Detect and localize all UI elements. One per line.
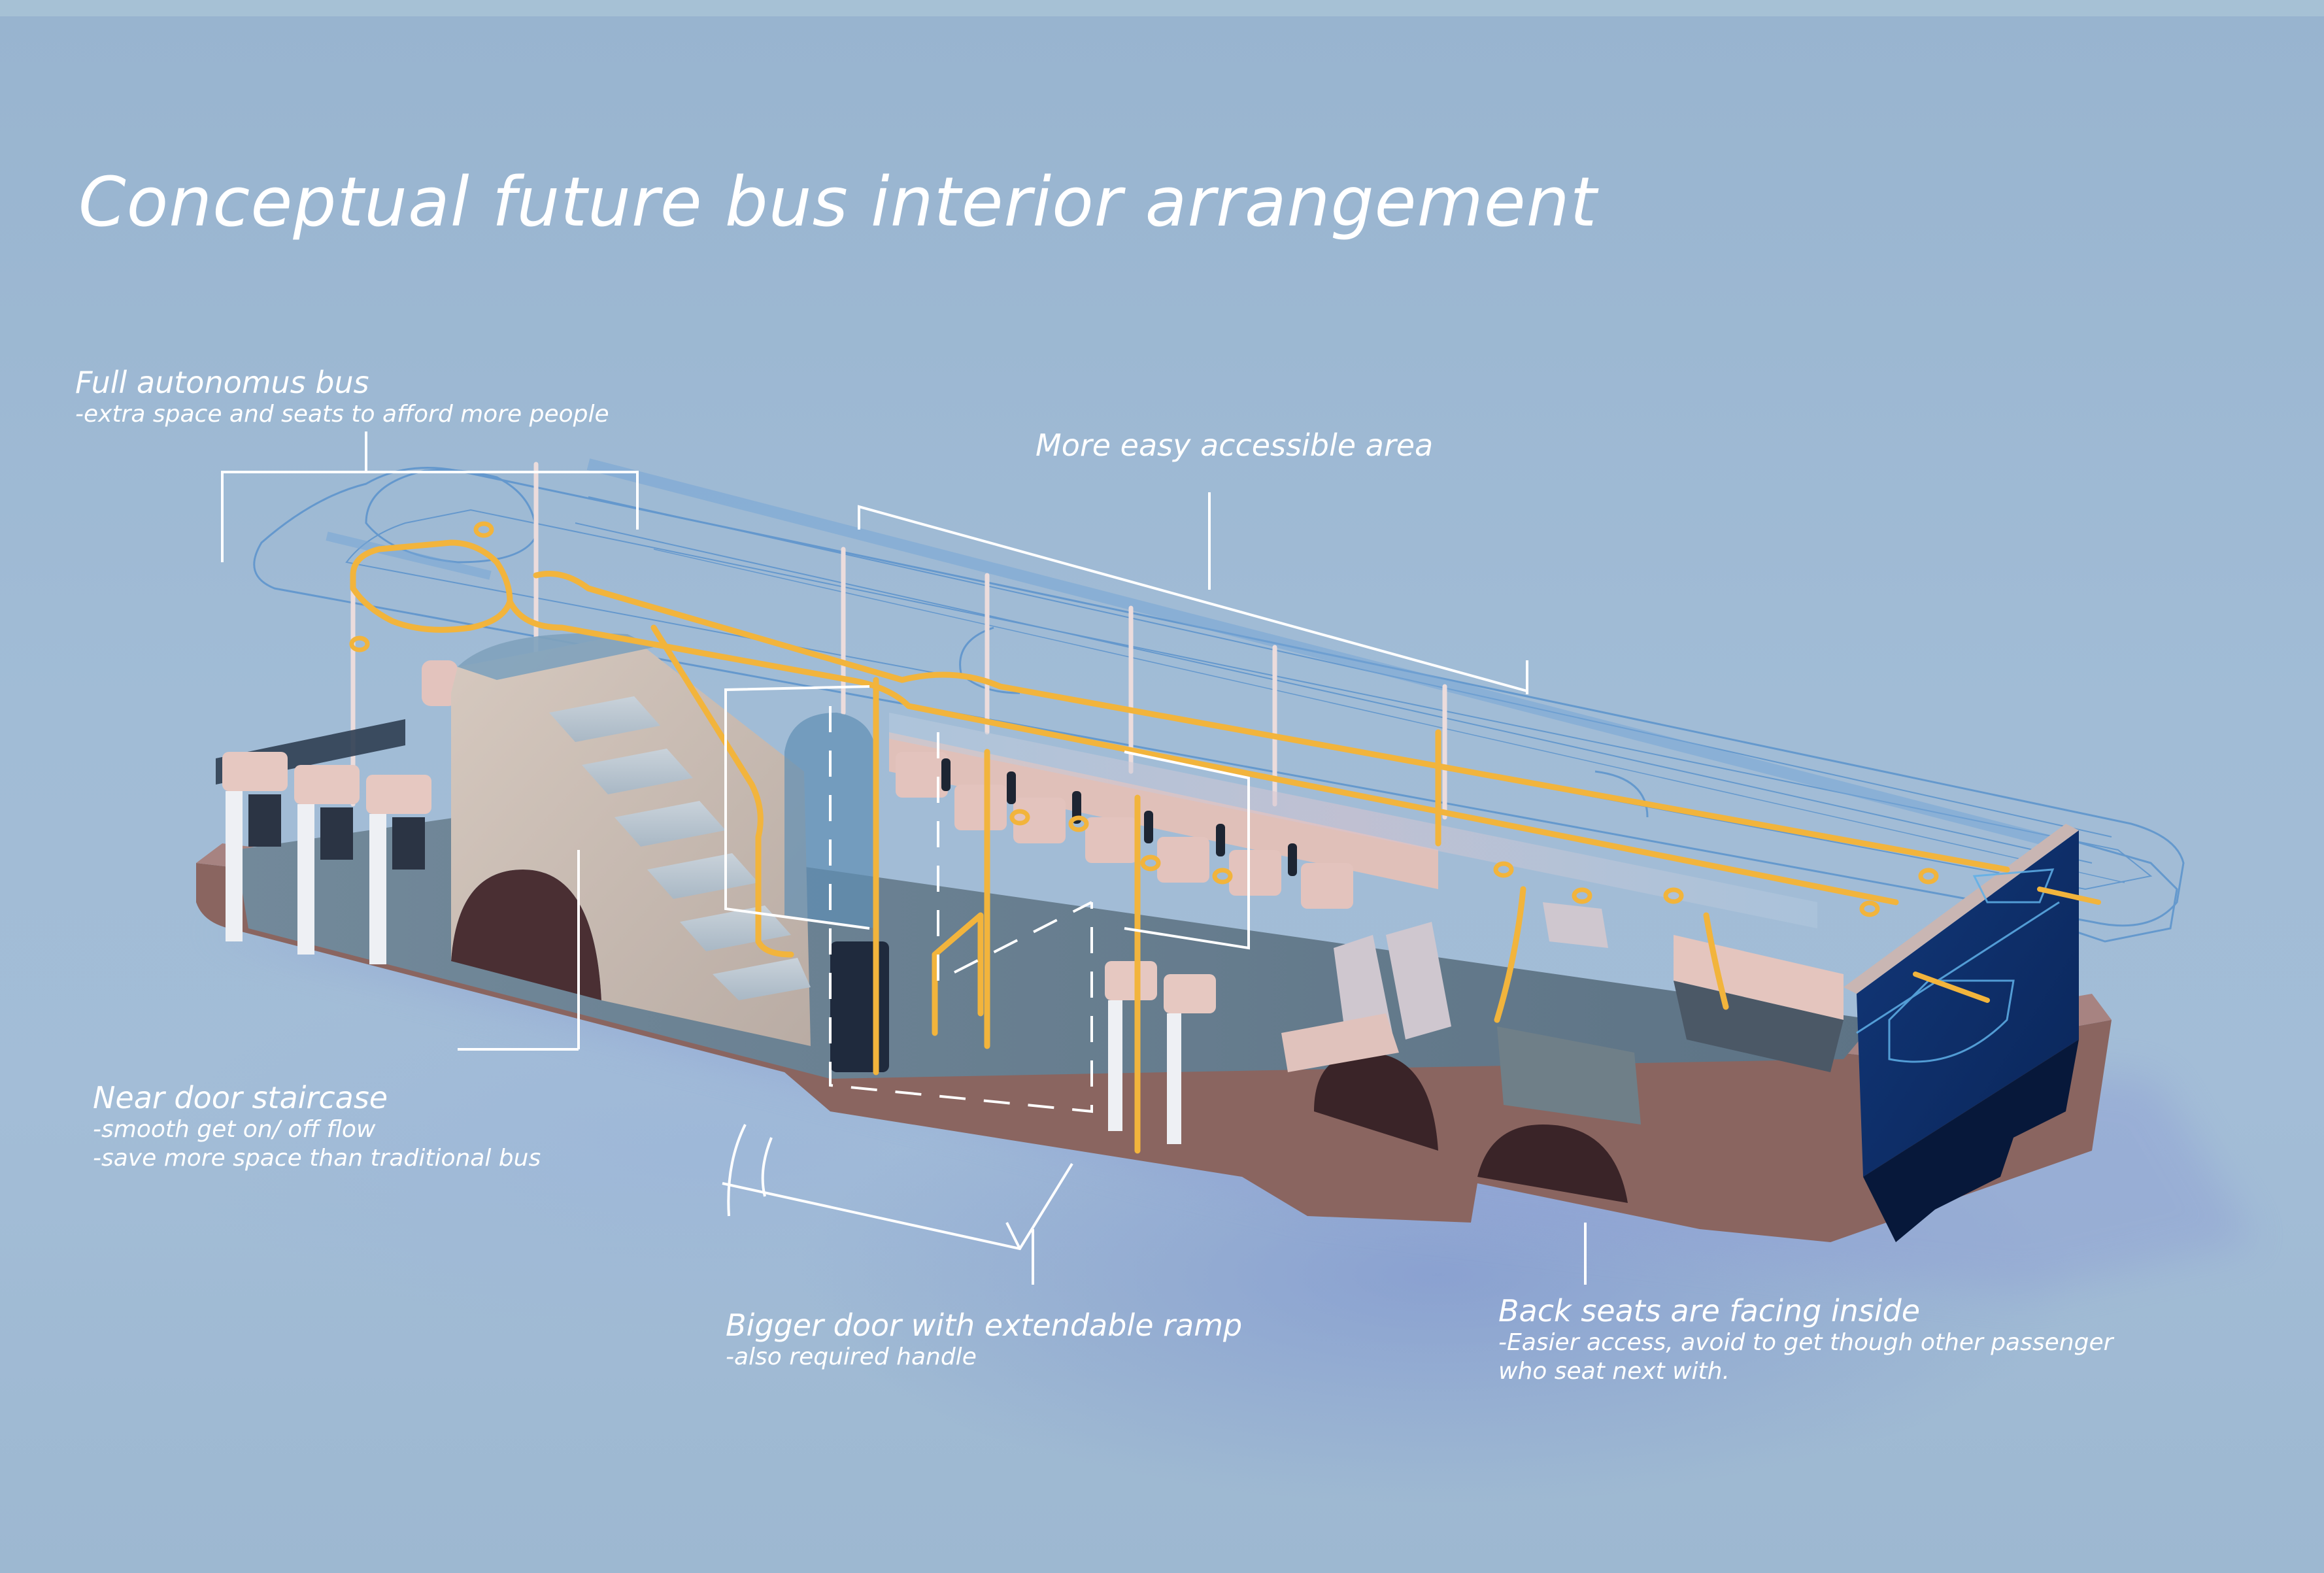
- upper-seat-back: [422, 660, 458, 706]
- callout-heading: Near door staircase: [93, 1080, 388, 1115]
- callout-line: -also required handle: [726, 1344, 977, 1370]
- annotation-lines: [221, 431, 1587, 1285]
- callout-heading: More easy accessible area: [1036, 428, 1434, 463]
- upper-deck-floor: [889, 713, 1817, 928]
- rear-seating: [1281, 902, 1844, 1125]
- rear-divider: [1497, 1026, 1641, 1125]
- rear-end-panel: [1844, 824, 2101, 1242]
- callout-heading: Back seats are facing inside: [1498, 1293, 1921, 1328]
- poster-title: Conceptual future bus interior arrangeme…: [78, 162, 1598, 242]
- callout-line: -smooth get on/ off flow: [93, 1116, 376, 1143]
- accessible-area-bracket: [858, 492, 1528, 694]
- handrails: [350, 539, 2010, 1154]
- seat: [294, 765, 360, 955]
- callout-door-ramp: Bigger door with extendable ramp -also r…: [726, 1308, 1242, 1372]
- staircase-leader: [458, 850, 580, 1051]
- wheel-arches: [451, 870, 1628, 1203]
- side-seat-row: [889, 732, 1438, 909]
- folding-seats: [1105, 961, 1216, 1144]
- callout-line: -save more space than traditional bus: [93, 1145, 541, 1172]
- roof-wireframe: [253, 458, 2185, 943]
- ramp-leader: [722, 1124, 1073, 1285]
- callout-accessible-area: More easy accessible area: [1036, 428, 1433, 463]
- front-seat-row: [216, 660, 458, 964]
- door-frames: [724, 685, 1250, 1113]
- top-border-strip: [0, 0, 2324, 16]
- door-panel: [830, 941, 889, 1072]
- vertical-poles: [350, 462, 1447, 820]
- callout-heading: Full autonomus bus: [75, 365, 369, 400]
- seat: [366, 775, 431, 964]
- callout-heading: Bigger door with extendable ramp: [726, 1308, 1243, 1343]
- callout-line: who seat next with.: [1498, 1358, 1730, 1385]
- callout-line: -Easier access, avoid to get though othe…: [1498, 1329, 2113, 1356]
- grab-handles: [349, 521, 1939, 917]
- upper-deck-glass: [458, 633, 654, 680]
- callout-back-seats: Back seats are facing inside -Easier acc…: [1498, 1293, 2113, 1386]
- callout-staircase: Near door staircase -smooth get on/ off …: [93, 1080, 541, 1173]
- seat: [222, 752, 288, 941]
- stair-steps: [549, 696, 811, 1000]
- autonomous-bracket: [221, 431, 639, 562]
- callout-autonomous: Full autonomus bus -extra space and seat…: [75, 365, 609, 429]
- callout-line: -extra space and seats to afford more pe…: [75, 401, 609, 428]
